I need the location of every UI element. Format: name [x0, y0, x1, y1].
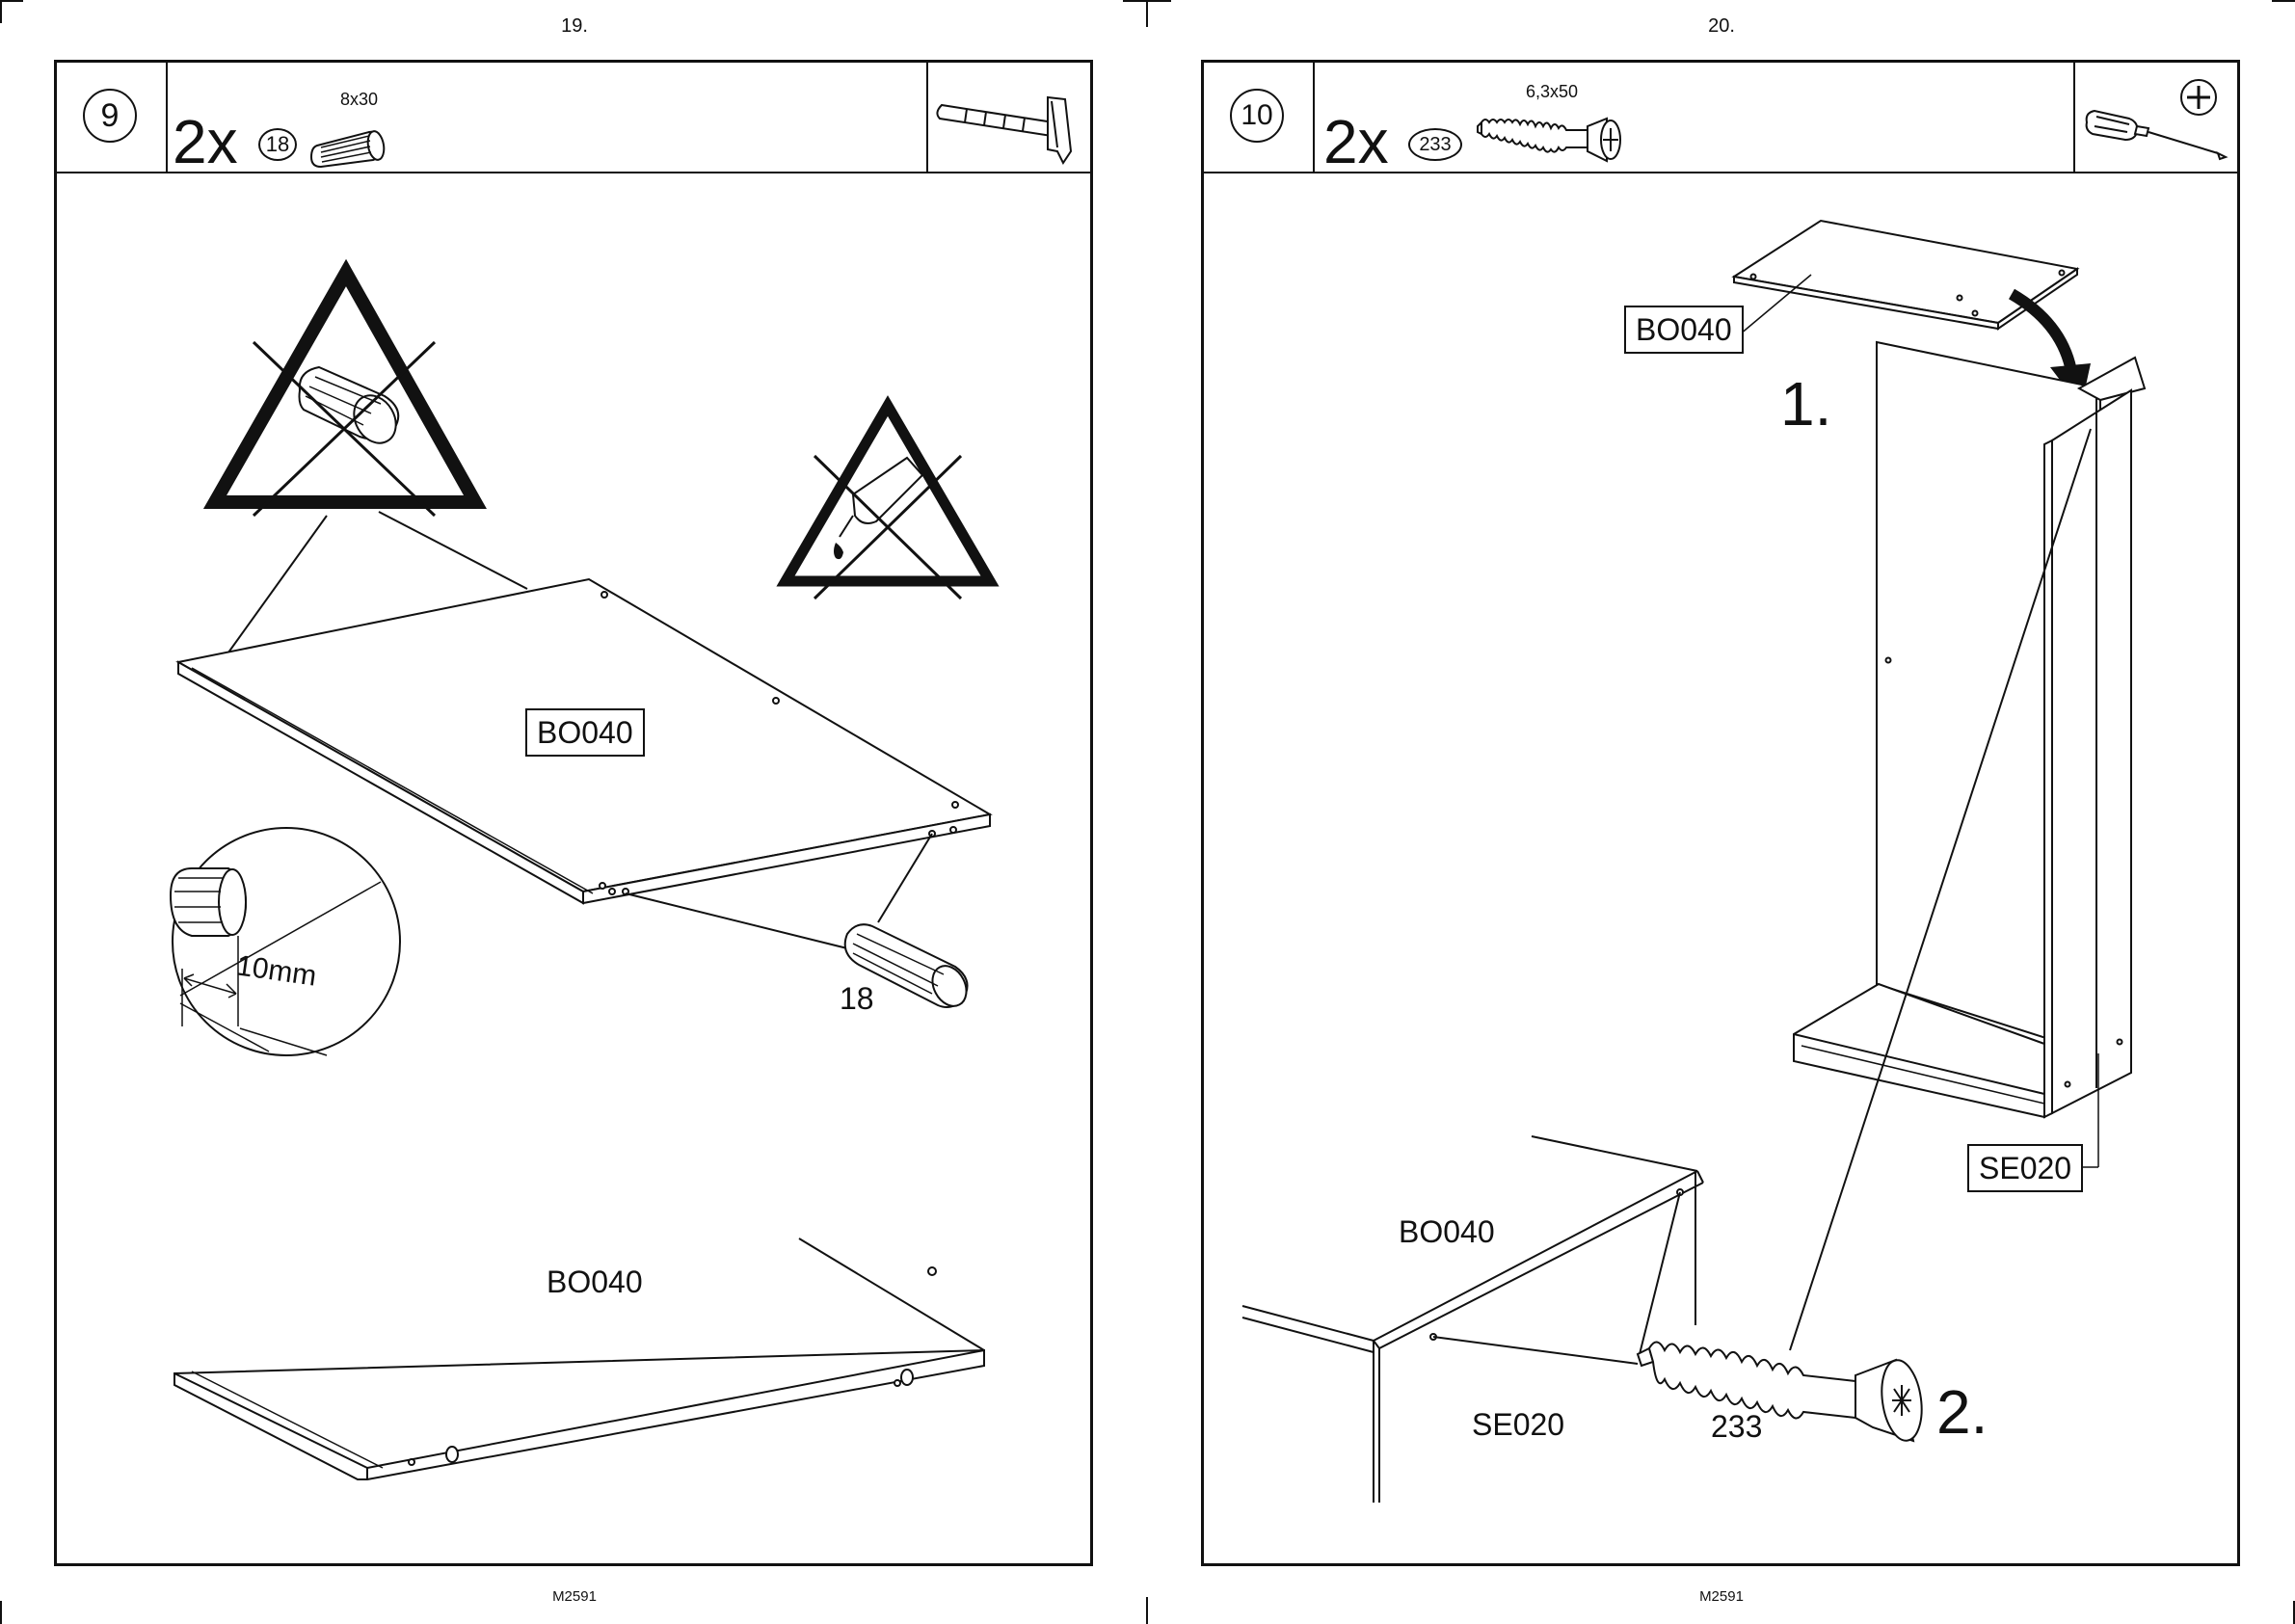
- crop-mark: [0, 0, 2, 23]
- joint-detail: [1242, 1136, 1703, 1503]
- page-number: 20.: [1673, 15, 1770, 38]
- page-footer-code: M2591: [526, 1588, 623, 1605]
- step-one-label: 1.: [1780, 373, 1831, 435]
- crop-mark: [0, 0, 23, 2]
- instruction-panel-step-10: 10 2x 233 6,3x50: [1201, 60, 2240, 1566]
- no-glue-warning-icon: [786, 406, 990, 599]
- board-label-bo040: BO040: [525, 708, 645, 757]
- step-10-illustration: [1204, 63, 2243, 1569]
- board-label-bo040-bottom: BO040: [547, 1264, 643, 1300]
- step-9-illustration: [57, 63, 1096, 1569]
- top-panel-bo040: [1734, 221, 2077, 329]
- crop-mark: [2272, 0, 2295, 2]
- detail-side-label-se020: SE020: [1472, 1406, 1564, 1443]
- dowel-label: 18: [840, 980, 874, 1017]
- page-number: 19.: [526, 15, 623, 38]
- cam-screw-233: [1638, 1342, 1927, 1443]
- detail-board-label-bo040: BO040: [1399, 1213, 1495, 1250]
- crop-mark: [1146, 1597, 1148, 1624]
- screw-label-233: 233: [1711, 1408, 1762, 1445]
- panel-label-bo040: BO040: [1624, 306, 1744, 354]
- side-label-se020: SE020: [1967, 1144, 2083, 1192]
- step-two-label: 2.: [1936, 1381, 1988, 1443]
- crop-mark: [1146, 0, 1148, 27]
- crop-mark: [0, 1601, 2, 1624]
- no-dowel-warning-icon: [215, 273, 475, 516]
- cabinet-side-se020: [1794, 342, 2145, 1117]
- instruction-panel-step-9: 9 2x 18 8x30: [54, 60, 1093, 1566]
- page-footer-code: M2591: [1673, 1588, 1770, 1605]
- dowel-depth-detail: [171, 828, 400, 1055]
